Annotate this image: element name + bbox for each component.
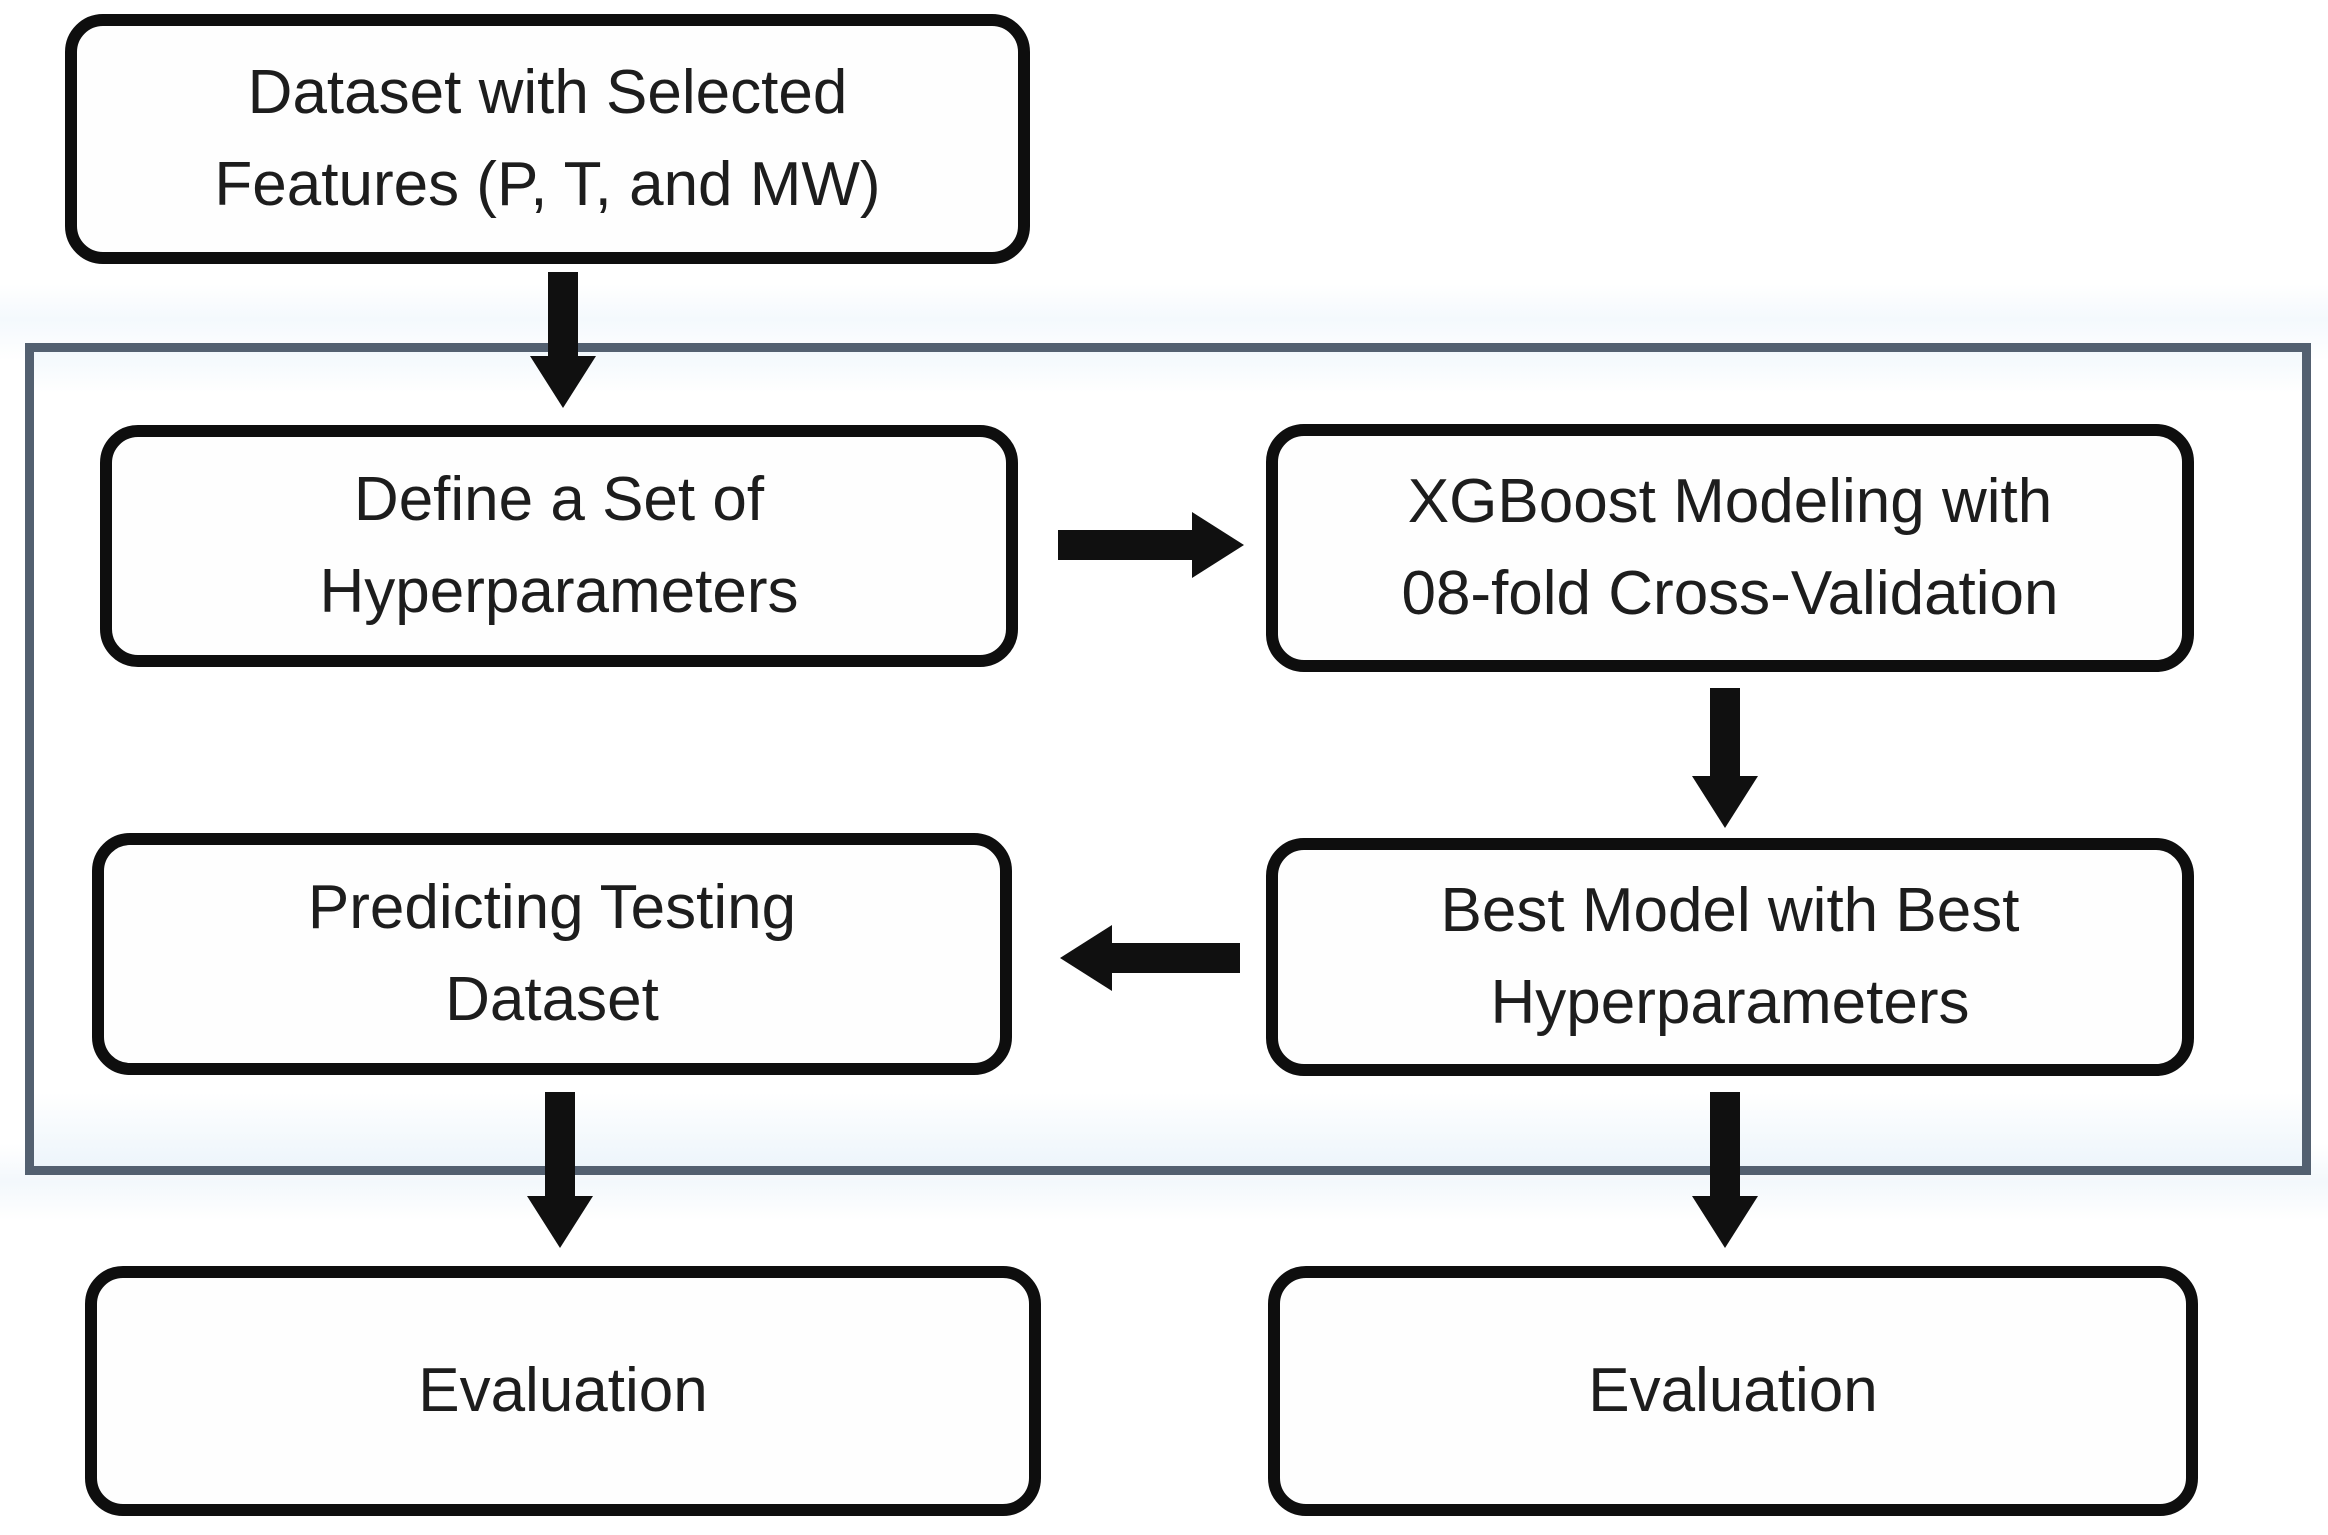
arrow-down-predicting-to-evaluation-icon [524, 1092, 596, 1248]
node-best-line2: Hyperparameters [1490, 968, 1970, 1037]
arrow-down-dataset-to-define-icon [527, 272, 599, 408]
arrow-down-xgboost-to-best-model-icon [1689, 688, 1761, 828]
node-best-model: Best Model with Best Hyperparameters [1266, 838, 2194, 1076]
node-evaluation-left: Evaluation [85, 1266, 1041, 1516]
node-dataset: Dataset with Selected Features (P, T, an… [65, 14, 1030, 264]
node-define-hyperparameters: Define a Set of Hyperparameters [100, 425, 1018, 667]
node-xgboost-line1: XGBoost Modeling with [1407, 467, 2053, 537]
node-define-line1: Define a Set of [353, 465, 765, 535]
node-dataset-line1: Dataset with Selected [247, 58, 848, 128]
node-xgboost-modeling: XGBoost Modeling with 08-fold Cross-Vali… [1266, 424, 2194, 672]
node-predict-line2: Dataset [445, 965, 659, 1034]
node-define-line2: Hyperparameters [319, 557, 799, 626]
node-evaluation-left-label: Evaluation [418, 1356, 708, 1426]
arrow-left-best-model-to-predicting-icon [1060, 922, 1240, 994]
arrow-right-define-to-xgboost-icon [1058, 509, 1244, 581]
arrow-down-best-model-to-evaluation-icon [1689, 1092, 1761, 1248]
node-evaluation-right: Evaluation [1268, 1266, 2198, 1516]
node-evaluation-right-label: Evaluation [1588, 1356, 1878, 1426]
node-predicting-testing: Predicting Testing Dataset [92, 833, 1012, 1075]
node-predict-line1: Predicting Testing [307, 873, 797, 943]
node-dataset-line2: Features (P, T, and MW) [214, 150, 881, 219]
node-xgboost-line2: 08-fold Cross-Validation [1401, 559, 2059, 628]
node-best-line1: Best Model with Best [1440, 876, 2020, 946]
